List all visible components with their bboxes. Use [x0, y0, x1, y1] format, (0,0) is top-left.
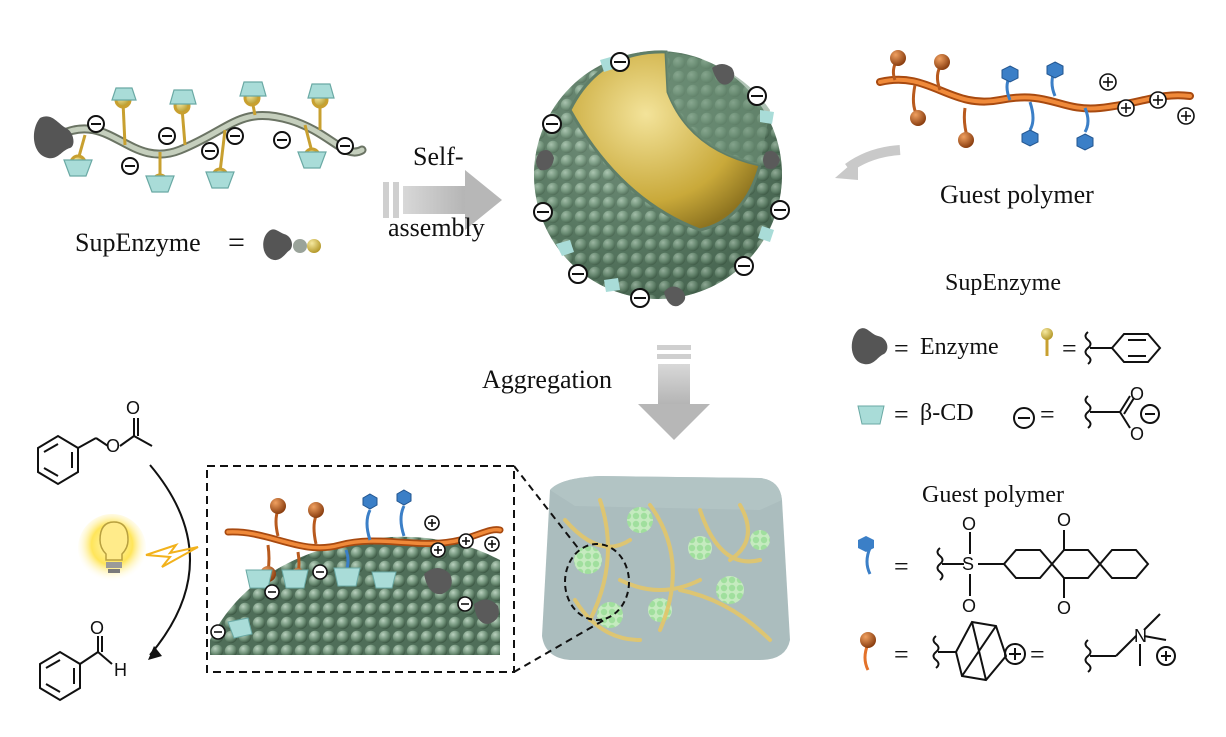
- supenzyme-mini-icon: [263, 229, 321, 261]
- self-assembly-label-line1: Self-: [413, 142, 464, 171]
- aldehyde-o: O: [90, 618, 105, 638]
- legend-eq-anthraquinone: =: [894, 552, 909, 581]
- enzyme-icon: [33, 116, 74, 159]
- guest-polymer-label: Guest polymer: [940, 180, 1094, 209]
- hydrogel-cube: [542, 476, 790, 660]
- aggregation-arrow: [638, 345, 710, 440]
- legend-eq-carboxylate: =: [1040, 400, 1055, 429]
- acetate-carbonyl-o: O: [126, 398, 141, 418]
- light-bulb-icon: [78, 514, 146, 582]
- vesicle-sphere: [533, 50, 790, 308]
- self-assembly-arrow: [383, 170, 502, 230]
- sulfonyl-o-top: O: [962, 514, 977, 534]
- anthraquinone-o-bottom: O: [1057, 598, 1072, 618]
- legend-eq-adamantane: =: [894, 640, 909, 669]
- supenzyme-polymer: [33, 81, 367, 193]
- reaction-scheme: [37, 418, 191, 702]
- legend-enzyme-label: Enzyme: [920, 334, 999, 360]
- supenzyme-label: SupEnzyme: [75, 228, 201, 257]
- legend-beta-cd-label: β-CD: [920, 400, 974, 426]
- supenzyme-equals: =: [228, 226, 245, 259]
- self-assembly-label-line2: assembly: [388, 213, 485, 242]
- legend-eq-cd: =: [894, 400, 909, 429]
- carboxylate-o-bottom: O: [1130, 424, 1145, 444]
- aldehyde-h: H: [114, 660, 127, 680]
- carboxylate-o-top: O: [1130, 384, 1145, 404]
- legend-title-guest: Guest polymer: [922, 482, 1064, 508]
- guest-polymer: [876, 50, 1195, 151]
- legend-eq-ammonium: =: [1030, 640, 1045, 669]
- legend-icons: [851, 328, 1053, 671]
- legend-chemistry: [932, 331, 1176, 682]
- lightning-icon: [145, 543, 199, 568]
- aggregation-label: Aggregation: [482, 365, 612, 394]
- acetate-ester-o: O: [106, 436, 121, 456]
- zoom-guest-polymer: [210, 489, 504, 640]
- ammonium-n: N: [1134, 626, 1147, 646]
- legend-title-supenzyme: SupEnzyme: [945, 270, 1061, 296]
- legend-eq-phenyl: =: [1062, 334, 1077, 363]
- sulfonyl-o-bottom: O: [962, 596, 977, 616]
- sulfonyl-s: S: [962, 554, 975, 574]
- legend-eq-enzyme: =: [894, 334, 909, 363]
- anthraquinone-o-top: O: [1057, 510, 1072, 530]
